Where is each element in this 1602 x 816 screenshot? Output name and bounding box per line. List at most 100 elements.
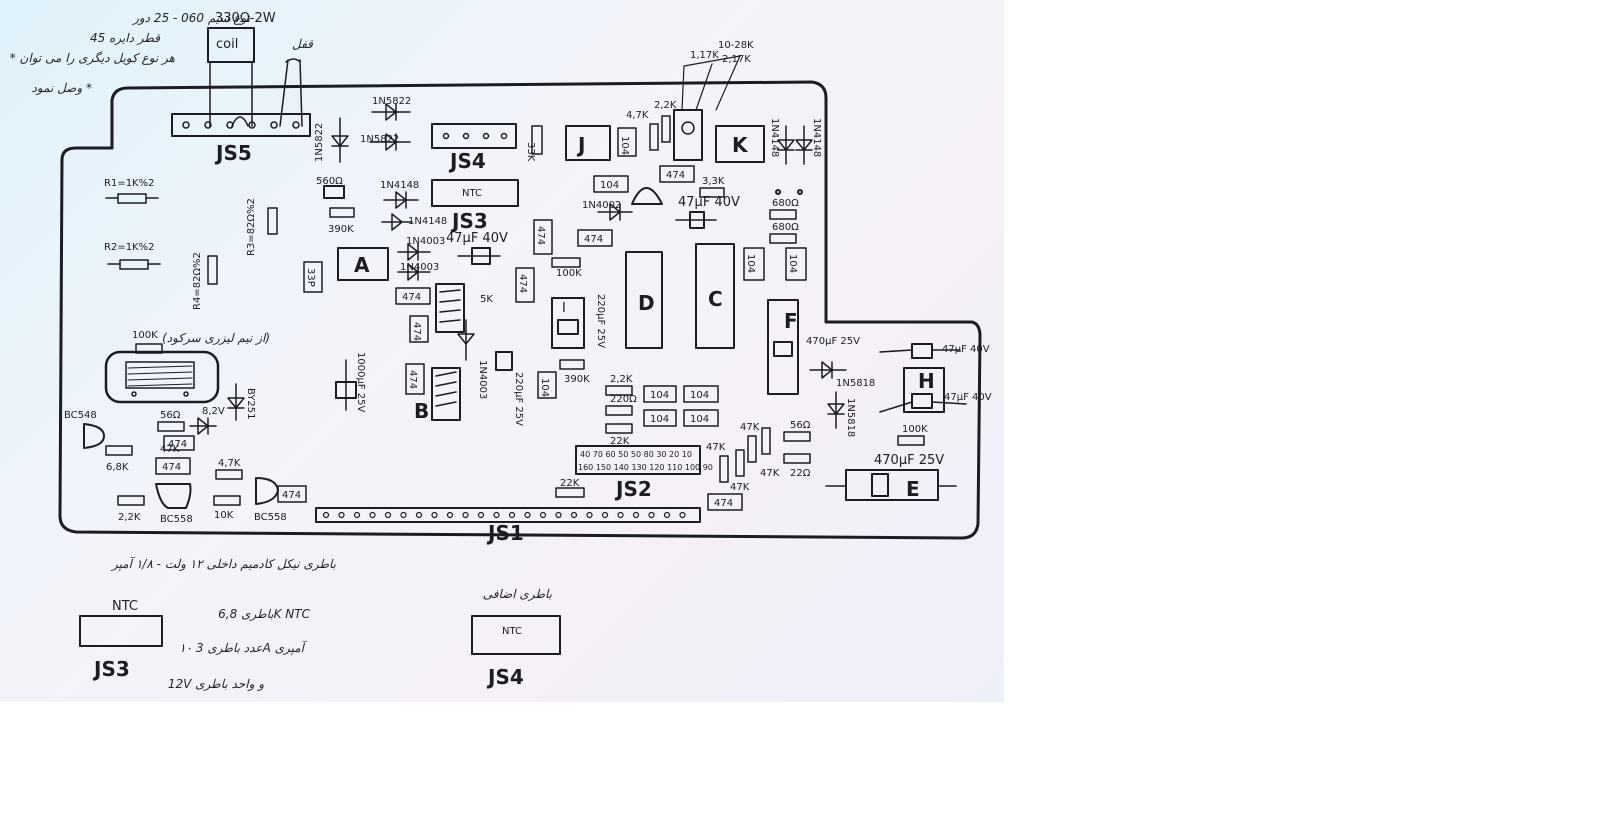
js2-values-top: 40 70 60 50 50 80 30 20 10 — [580, 450, 692, 459]
label-1000uf: 1000μF 25V — [355, 352, 366, 412]
label-104-e: 104 — [539, 378, 550, 397]
label-pot-r: 2,17K — [722, 54, 751, 65]
ic-c — [695, 243, 735, 349]
label-j: J — [576, 133, 585, 157]
pad-a — [775, 189, 781, 195]
label-1n5822-c: 1N5822 — [360, 134, 399, 145]
label-47k-b: 47K — [740, 422, 760, 433]
cap-474-k — [277, 485, 307, 503]
diode-zener — [189, 417, 217, 435]
cap-33p — [303, 261, 323, 293]
js4-bottom-label: JS4 — [486, 665, 524, 689]
label-r4: R4=82Ω%2 — [192, 252, 203, 310]
regulator-fins — [439, 289, 461, 323]
cap-474-i — [163, 435, 195, 451]
label-474-h: 474 — [714, 498, 733, 509]
label-10k: 10K — [214, 510, 234, 521]
label-104-g: 104 — [650, 414, 669, 425]
note-any-coil: * هر نوع کویل دیگری را می توان — [10, 51, 175, 65]
label-r3: R3=82Ω%2 — [246, 198, 257, 256]
label-2-2k: 2,2K — [654, 100, 677, 111]
resistor-2-2k-e — [117, 495, 145, 506]
js4-pins — [442, 132, 508, 140]
js1-pin — [570, 511, 578, 519]
label-f: F — [784, 309, 798, 333]
resistor-100k-h — [897, 435, 925, 446]
cap-560 — [323, 185, 345, 199]
diode-1n4002 — [597, 203, 633, 221]
h-wires — [879, 349, 967, 413]
resistor-4-7k-b — [215, 469, 243, 480]
cap-474-j — [155, 457, 191, 475]
js4-connector — [431, 123, 517, 149]
label-390k: 390K — [328, 224, 354, 235]
label-33p: 33P — [305, 268, 316, 287]
resistors-47k — [719, 427, 771, 483]
js1-pin — [555, 511, 562, 519]
label-1n4002: 1N4002 — [582, 200, 621, 211]
cap-474-g — [405, 363, 425, 395]
label-104-i: 104 — [690, 414, 709, 425]
label-bc558-a: BC558 — [160, 514, 193, 525]
js1-pin — [322, 511, 330, 519]
label-i: I — [562, 301, 566, 316]
pad-b — [797, 189, 803, 195]
label-bc558-b: BC558 — [254, 512, 287, 523]
resistor-22k-d — [555, 487, 585, 498]
cap-474-a — [395, 287, 431, 305]
cap-220uf-2 — [495, 351, 513, 371]
resistor-390k — [329, 207, 355, 218]
label-47k-a: 47K — [706, 442, 726, 453]
resistor-56ohm — [157, 421, 185, 432]
label-1n4148-b: 1N4148 — [811, 118, 822, 157]
resistor-10k — [213, 495, 241, 506]
js1-pin — [539, 511, 547, 519]
label-1n5822-b: 1N5822 — [372, 96, 411, 107]
label-lock: قفل — [292, 37, 314, 51]
relay-k — [715, 125, 765, 163]
label-a: A — [354, 253, 370, 277]
js1-pin — [617, 511, 624, 519]
label-22k-c: 22K — [610, 436, 630, 447]
resistor-680-b — [769, 233, 797, 244]
js1-connector — [315, 507, 701, 523]
cap-47uf — [471, 247, 491, 265]
js1-pin — [446, 511, 454, 519]
js1-pin — [632, 511, 640, 519]
resistor-100k — [551, 257, 581, 268]
label-1n4003-b: 1N4003 — [400, 262, 439, 273]
relay-j — [565, 125, 611, 161]
js2-connector — [575, 445, 701, 475]
js3-bottom-label: JS3 — [92, 657, 130, 681]
label-47uf-h2: 47μF 40V — [944, 392, 992, 403]
laser-core — [125, 361, 195, 389]
resistor-2-2k-b — [605, 385, 633, 396]
js4-bottom-ntc: NTC — [502, 626, 522, 637]
note-connect: وصل نمود * — [31, 81, 92, 95]
label-coil: coil — [216, 37, 238, 52]
label-1n5818: 1N5818 — [836, 378, 875, 389]
js1-pin — [384, 511, 392, 519]
label-474-g: 474 — [407, 370, 418, 389]
label-220uf: 220μF 25V — [595, 294, 606, 348]
cap-104-e — [537, 371, 557, 399]
js2-values-bottom: 160 150 140 130 120 110 100 90 — [578, 463, 713, 472]
js1-pin — [663, 511, 671, 519]
js1-pin — [648, 511, 655, 519]
label-47k-g: 47K — [160, 444, 180, 455]
trimmer-knob — [681, 121, 695, 135]
regulator-5k — [435, 283, 465, 333]
transistor-bc558-a — [155, 483, 192, 509]
resistor-r1 — [117, 193, 147, 204]
label-47uf-top: 47μF 40V — [678, 195, 740, 210]
cap-474-b — [409, 315, 429, 343]
label-680-a: 680Ω — [772, 198, 799, 209]
cap-1000uf — [335, 381, 357, 399]
heatsink-b-fins — [435, 371, 457, 407]
js1-pin — [601, 511, 609, 519]
label-47uf-40v: 47μF 40V — [446, 231, 508, 246]
label-b: B — [414, 399, 429, 423]
label-104-c: 104 — [745, 254, 756, 273]
diode-1n5818 — [809, 361, 847, 379]
